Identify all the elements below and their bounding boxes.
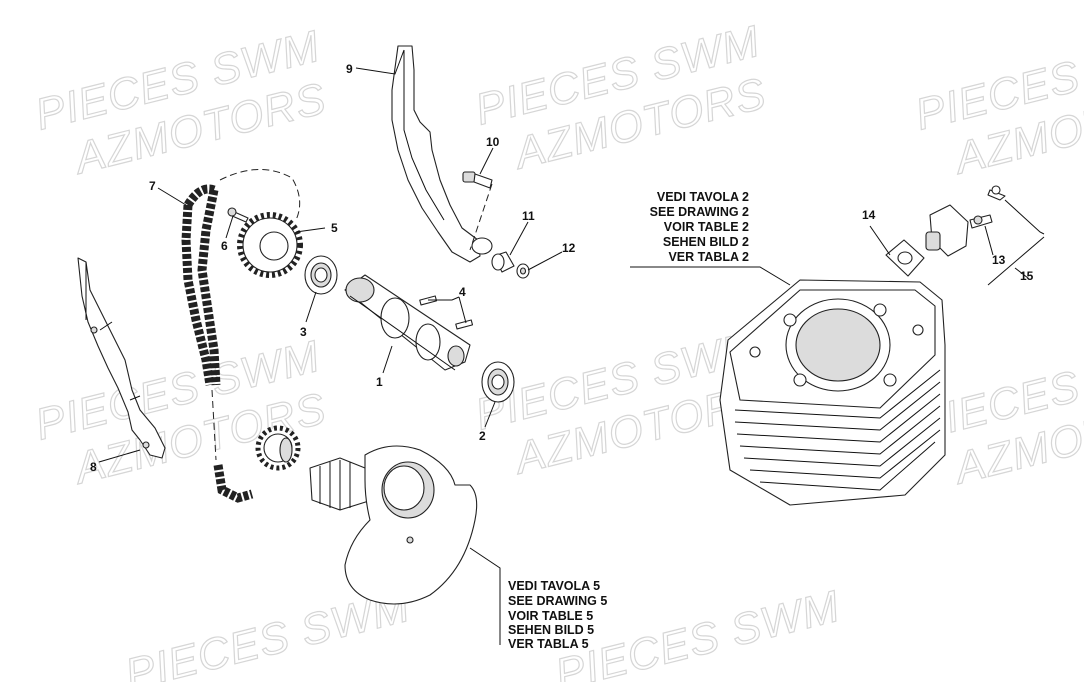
ref2-line: VEDI TAVOLA 2 bbox=[657, 190, 749, 204]
callout-13: 13 bbox=[992, 253, 1006, 267]
ref2-line: SEE DRAWING 2 bbox=[650, 205, 749, 219]
camshaft bbox=[344, 274, 471, 371]
callout-10: 10 bbox=[486, 135, 500, 149]
ref2-line: SEHEN BILD 2 bbox=[663, 235, 749, 249]
callout-8: 8 bbox=[90, 460, 97, 474]
callout-6: 6 bbox=[221, 239, 228, 253]
ref2-line: VOIR TABLE 2 bbox=[664, 220, 749, 234]
tensioner-assembly bbox=[885, 185, 1006, 277]
callout-numbers: 9 10 11 12 7 6 5 4 3 1 2 8 14 13 15 bbox=[90, 62, 1034, 474]
callout-14: 14 bbox=[862, 208, 876, 222]
chain-guide-upper bbox=[391, 45, 493, 263]
reference-drawing-5: VEDI TAVOLA 5 SEE DRAWING 5 VOIR TABLE 5… bbox=[508, 579, 607, 651]
ref5-line: VEDI TAVOLA 5 bbox=[508, 579, 600, 593]
callout-1: 1 bbox=[376, 375, 383, 389]
ref5-line: SEHEN BILD 5 bbox=[508, 623, 594, 637]
ref5-line: VER TABLA 5 bbox=[508, 637, 589, 651]
callout-11: 11 bbox=[522, 209, 535, 223]
chain-guide-left bbox=[77, 257, 166, 459]
bearing-left bbox=[304, 255, 338, 295]
crank-sprocket bbox=[255, 425, 301, 471]
callout-3: 3 bbox=[300, 325, 307, 339]
bearing-right bbox=[481, 361, 515, 403]
cam-sprocket bbox=[227, 207, 303, 278]
spacer-and-washer bbox=[491, 251, 530, 279]
guide-bolt bbox=[462, 171, 493, 251]
ref2-line: VER TABLA 2 bbox=[668, 250, 749, 264]
crankshaft bbox=[309, 445, 478, 605]
callout-5: 5 bbox=[331, 221, 338, 235]
callout-7: 7 bbox=[149, 179, 156, 193]
callout-15: 15 bbox=[1020, 269, 1034, 283]
leader-lines bbox=[98, 49, 1045, 645]
callout-9: 9 bbox=[346, 62, 353, 76]
callout-2: 2 bbox=[479, 429, 486, 443]
reference-drawing-2: VEDI TAVOLA 2 SEE DRAWING 2 VOIR TABLE 2… bbox=[650, 190, 749, 264]
callout-4: 4 bbox=[459, 285, 466, 299]
callout-12: 12 bbox=[562, 241, 576, 255]
cylinder bbox=[719, 279, 946, 506]
ref5-line: VOIR TABLE 5 bbox=[508, 609, 593, 623]
timing-chain bbox=[181, 169, 301, 503]
ref5-line: SEE DRAWING 5 bbox=[508, 594, 607, 608]
